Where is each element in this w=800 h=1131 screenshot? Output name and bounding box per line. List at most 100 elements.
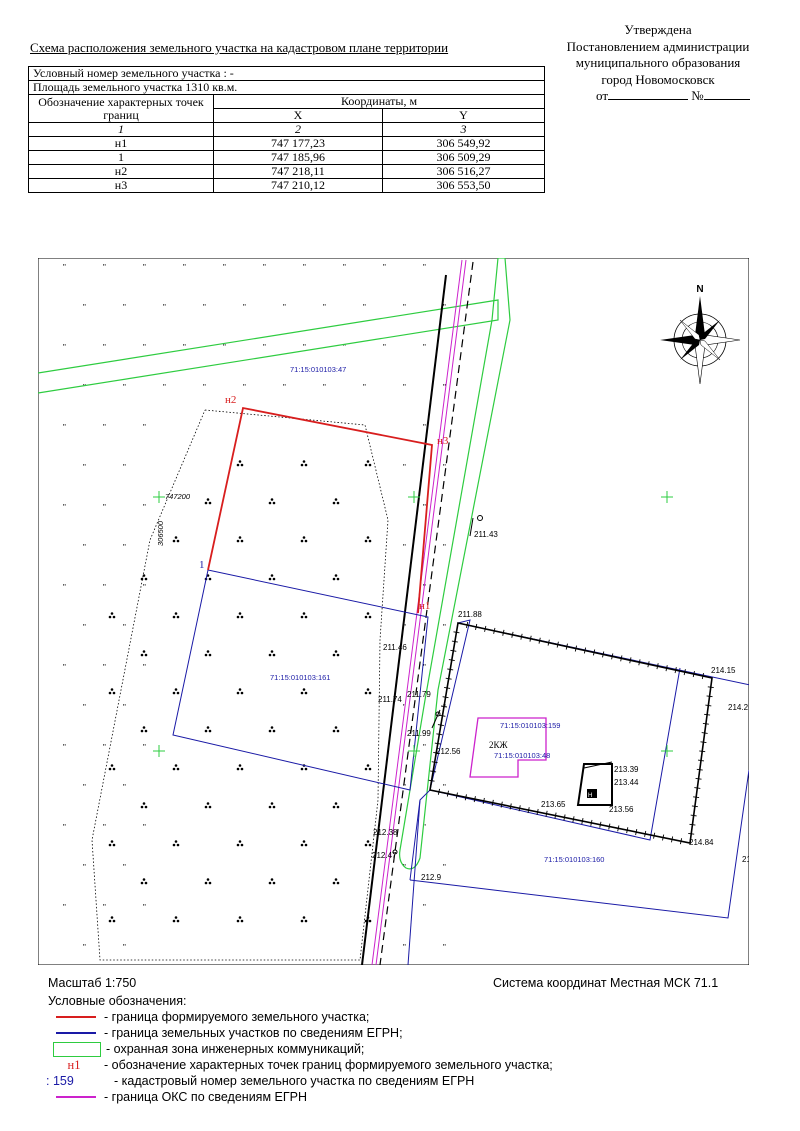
meadow-mark: " [123, 383, 126, 392]
fence-tick [665, 665, 668, 672]
meadow-mark: " [363, 303, 366, 312]
meadow-mark: " [283, 303, 286, 312]
fence-tick [688, 832, 695, 835]
table-row: н2 747 218,11 306 516,27 [28, 164, 545, 179]
fence-tick [620, 655, 623, 662]
legend-cad-code: : 159 [46, 1074, 74, 1088]
row-x: 747 177,23 [213, 136, 383, 151]
fence-tick [511, 631, 514, 638]
fence-tick [437, 788, 441, 795]
fence-tick [439, 714, 446, 717]
elevation-label: 211.99 [407, 729, 431, 738]
meadow-mark: " [103, 903, 106, 912]
fence-tick [644, 830, 647, 837]
fence-ticks [428, 621, 714, 845]
index-2: 2 [213, 122, 383, 137]
meadow-mark: " [63, 743, 66, 752]
fence-tick [451, 640, 458, 643]
fence-tick [473, 796, 476, 803]
table-row: н3 747 210,12 306 553,50 [28, 178, 545, 193]
survey-marker [392, 515, 483, 855]
meadow-mark: " [403, 463, 406, 472]
tree-symbol [364, 688, 372, 695]
legend-magenta-line [56, 1096, 96, 1098]
meadow-mark: " [383, 343, 386, 352]
meadow-mark: " [143, 583, 146, 592]
approval-line-2: Постановлением администрации [566, 38, 750, 54]
meadow-mark: " [323, 303, 326, 312]
meadow-mark: " [303, 263, 306, 272]
compass-north-label: N [696, 284, 703, 295]
elevation-label: 214.26 [728, 703, 749, 712]
fence-tick [674, 667, 677, 674]
legend-blue-text: - граница земельных участков по сведения… [104, 1026, 403, 1040]
elevation-label: 212.47 [372, 851, 397, 860]
meadow-mark: " [443, 543, 446, 552]
meadow-mark: " [163, 383, 166, 392]
meadow-mark: " [83, 463, 86, 472]
fence-tick [493, 627, 496, 634]
meadow-mark: " [443, 863, 446, 872]
fence-tick [700, 741, 707, 744]
tree-symbol [332, 498, 340, 505]
tree-symbol [236, 840, 244, 847]
dotted-contour [91, 409, 389, 961]
road-line-solid [361, 274, 447, 965]
elevation-label: 211.74 [378, 695, 402, 704]
legend-green-text: - охранная зона инженерных коммуникаций; [106, 1042, 365, 1056]
tree-symbol [140, 878, 148, 885]
fence-tick [500, 801, 503, 808]
tree-symbol [300, 840, 308, 847]
fence-tick [453, 631, 460, 634]
meadow-mark: " [123, 943, 126, 952]
legend-item-blue: - граница земельных участков по сведения… [48, 1025, 768, 1041]
fence-tick [662, 834, 665, 841]
tree-symbol [300, 460, 308, 467]
parcel-48-label: 71:15:010103:48 [494, 751, 550, 760]
tree-symbol [236, 612, 244, 619]
fence-tick [529, 635, 532, 642]
meadow-mark: " [143, 823, 146, 832]
meadow-mark: " [63, 663, 66, 672]
fence-tick [656, 663, 659, 670]
map-scale: Масштаб 1:750 [48, 976, 137, 990]
fence-tick [671, 836, 674, 843]
meadow-mark: " [83, 943, 86, 952]
approval-line-4: город Новомосковск [601, 71, 715, 87]
fence-tick [696, 768, 703, 771]
row-point: н3 [28, 178, 214, 193]
meadow-mark: " [443, 783, 446, 792]
meadow-mark: " [283, 383, 286, 392]
header-points: Обозначение характерных точек границ [28, 94, 214, 123]
meadow-mark: " [103, 663, 106, 672]
meadow-mark: " [83, 383, 86, 392]
meadow-mark: " [63, 423, 66, 432]
tree-symbol [332, 802, 340, 809]
grid-x-label: 747200 [165, 492, 191, 501]
green-zone-road [399, 258, 511, 870]
fence-tick [465, 621, 469, 628]
tree-symbol [204, 726, 212, 733]
tree-symbol [172, 688, 180, 695]
elevation-label: 213.56 [609, 805, 634, 814]
elevation-label: 212.9 [421, 873, 442, 882]
fence-tick [563, 814, 566, 821]
fence-tick [699, 750, 706, 753]
fence-tick [626, 827, 629, 834]
meadow-mark: " [323, 383, 326, 392]
fence-tick [455, 792, 458, 799]
fence-tick [602, 651, 605, 658]
tree-symbol [108, 612, 116, 619]
meadow-mark: " [63, 263, 66, 272]
fence-tick [437, 724, 444, 726]
row-y: 306 516,27 [382, 164, 545, 179]
meadow-mark: " [443, 303, 446, 312]
tree-symbol [108, 840, 116, 847]
legend-red-text: - граница формируемого земельного участк… [104, 1010, 370, 1024]
elevation-label: 213.39 [614, 765, 639, 774]
fence-tick [705, 704, 712, 707]
meadow-mark: " [203, 383, 206, 392]
fence-tick [635, 829, 638, 836]
meadow-mark: " [403, 783, 406, 792]
meadow-mark: " [223, 343, 226, 352]
